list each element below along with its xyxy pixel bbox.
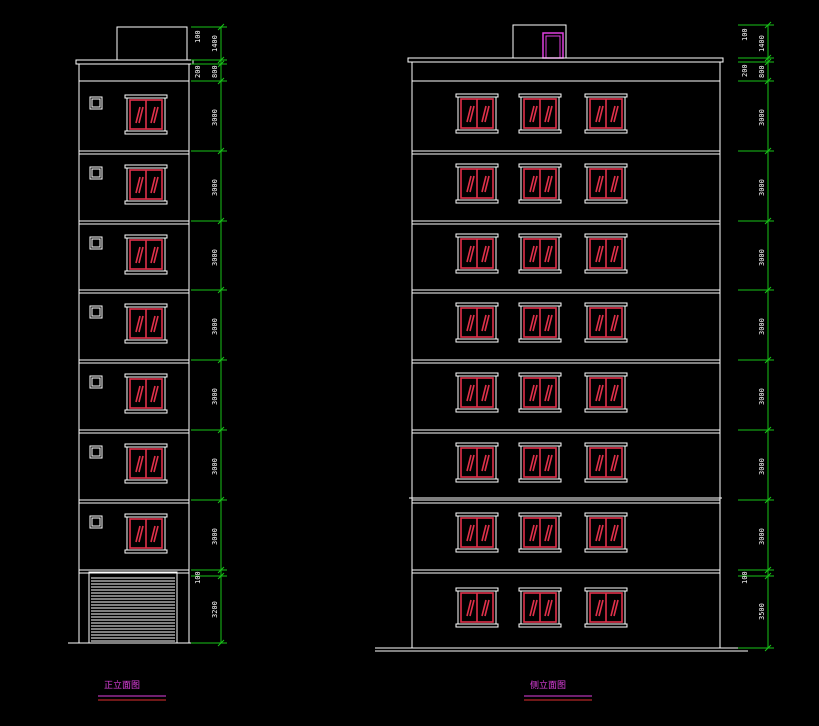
side-window (584, 163, 628, 204)
side-window (584, 587, 628, 628)
front-windows (89, 94, 168, 554)
side-window (455, 587, 499, 628)
front-elevation: 100 1400 200 800 3000 3000 3000 3000 3000 3000 300… (68, 23, 227, 701)
dimension-label: 800 (758, 65, 766, 78)
front-small-window (89, 515, 103, 529)
side-window (584, 512, 628, 553)
side-roof-cap (407, 57, 724, 63)
dimension-label: 3000 (211, 528, 219, 545)
side-body (411, 80, 721, 649)
dimension-label: 3000 (211, 458, 219, 475)
side-window (455, 372, 499, 413)
dimension-label: 3200 (211, 601, 219, 618)
front-window (124, 513, 168, 554)
side-window (584, 442, 628, 483)
garage-door (88, 571, 178, 644)
front-dimension-chain: 100 1400 200 800 3000 3000 3000 3000 3000 3000 300… (191, 23, 227, 647)
dimension-label: 3000 (758, 109, 766, 126)
dimension-label: 1400 (758, 35, 766, 52)
side-floor-lines (409, 150, 722, 574)
side-window (584, 93, 628, 134)
front-small-window (89, 445, 103, 459)
dimension-label: 3000 (211, 179, 219, 196)
dimension-label: 200 (194, 65, 202, 78)
dimension-label: 3000 (211, 109, 219, 126)
front-floor-lines (79, 150, 189, 574)
dimension-label: 3000 (211, 318, 219, 335)
side-window (518, 302, 562, 343)
dimension-label: 100 (741, 571, 749, 584)
front-roof-cap (75, 59, 194, 65)
front-small-window (89, 96, 103, 110)
side-window (455, 512, 499, 553)
side-window (518, 93, 562, 134)
side-window (518, 512, 562, 553)
side-elevation-title: 侧立面图 (530, 679, 566, 691)
side-window (518, 442, 562, 483)
front-small-window (89, 166, 103, 180)
dimension-label: 3000 (211, 388, 219, 405)
dimension-label: 3000 (758, 388, 766, 405)
front-small-window (89, 375, 103, 389)
front-window (124, 303, 168, 344)
dimension-label: 3000 (758, 528, 766, 545)
dimension-label: 100 (741, 28, 749, 41)
dimension-label: 100 (194, 30, 202, 43)
side-window (518, 233, 562, 274)
side-window (455, 233, 499, 274)
dimension-label: 100 (194, 571, 202, 584)
dimension-label: 800 (211, 65, 219, 78)
side-windows (455, 93, 628, 628)
front-window (124, 94, 168, 135)
front-window (124, 234, 168, 275)
dimension-label: 3000 (758, 318, 766, 335)
dimension-label: 200 (741, 64, 749, 77)
dimension-label: 3000 (211, 249, 219, 266)
dimension-label: 3000 (758, 458, 766, 475)
side-roof-band (411, 61, 721, 82)
dimension-label: 1400 (211, 35, 219, 52)
side-window (455, 163, 499, 204)
side-elevation: 100 1400 200 800 3000 3000 3000 3000 3000 3000 300… (375, 21, 774, 701)
side-window (584, 372, 628, 413)
side-penthouse (512, 24, 567, 59)
dimension-label: 3500 (758, 603, 766, 620)
side-window (518, 587, 562, 628)
front-window (124, 443, 168, 484)
side-window (455, 93, 499, 134)
front-elevation-title: 正立面图 (104, 679, 140, 691)
dimension-label: 3000 (758, 179, 766, 196)
side-window (518, 163, 562, 204)
side-window (518, 372, 562, 413)
front-window (124, 164, 168, 205)
front-small-window (89, 305, 103, 319)
dimension-label: 3000 (758, 249, 766, 266)
side-window (455, 442, 499, 483)
front-penthouse (116, 26, 188, 61)
side-window (455, 302, 499, 343)
front-window (124, 373, 168, 414)
side-dimension-chain: 100 1400 200 800 3000 3000 3000 3000 3000 3000 300… (738, 21, 774, 652)
side-window (584, 233, 628, 274)
front-roof-band (78, 63, 190, 82)
side-window (584, 302, 628, 343)
front-small-window (89, 236, 103, 250)
